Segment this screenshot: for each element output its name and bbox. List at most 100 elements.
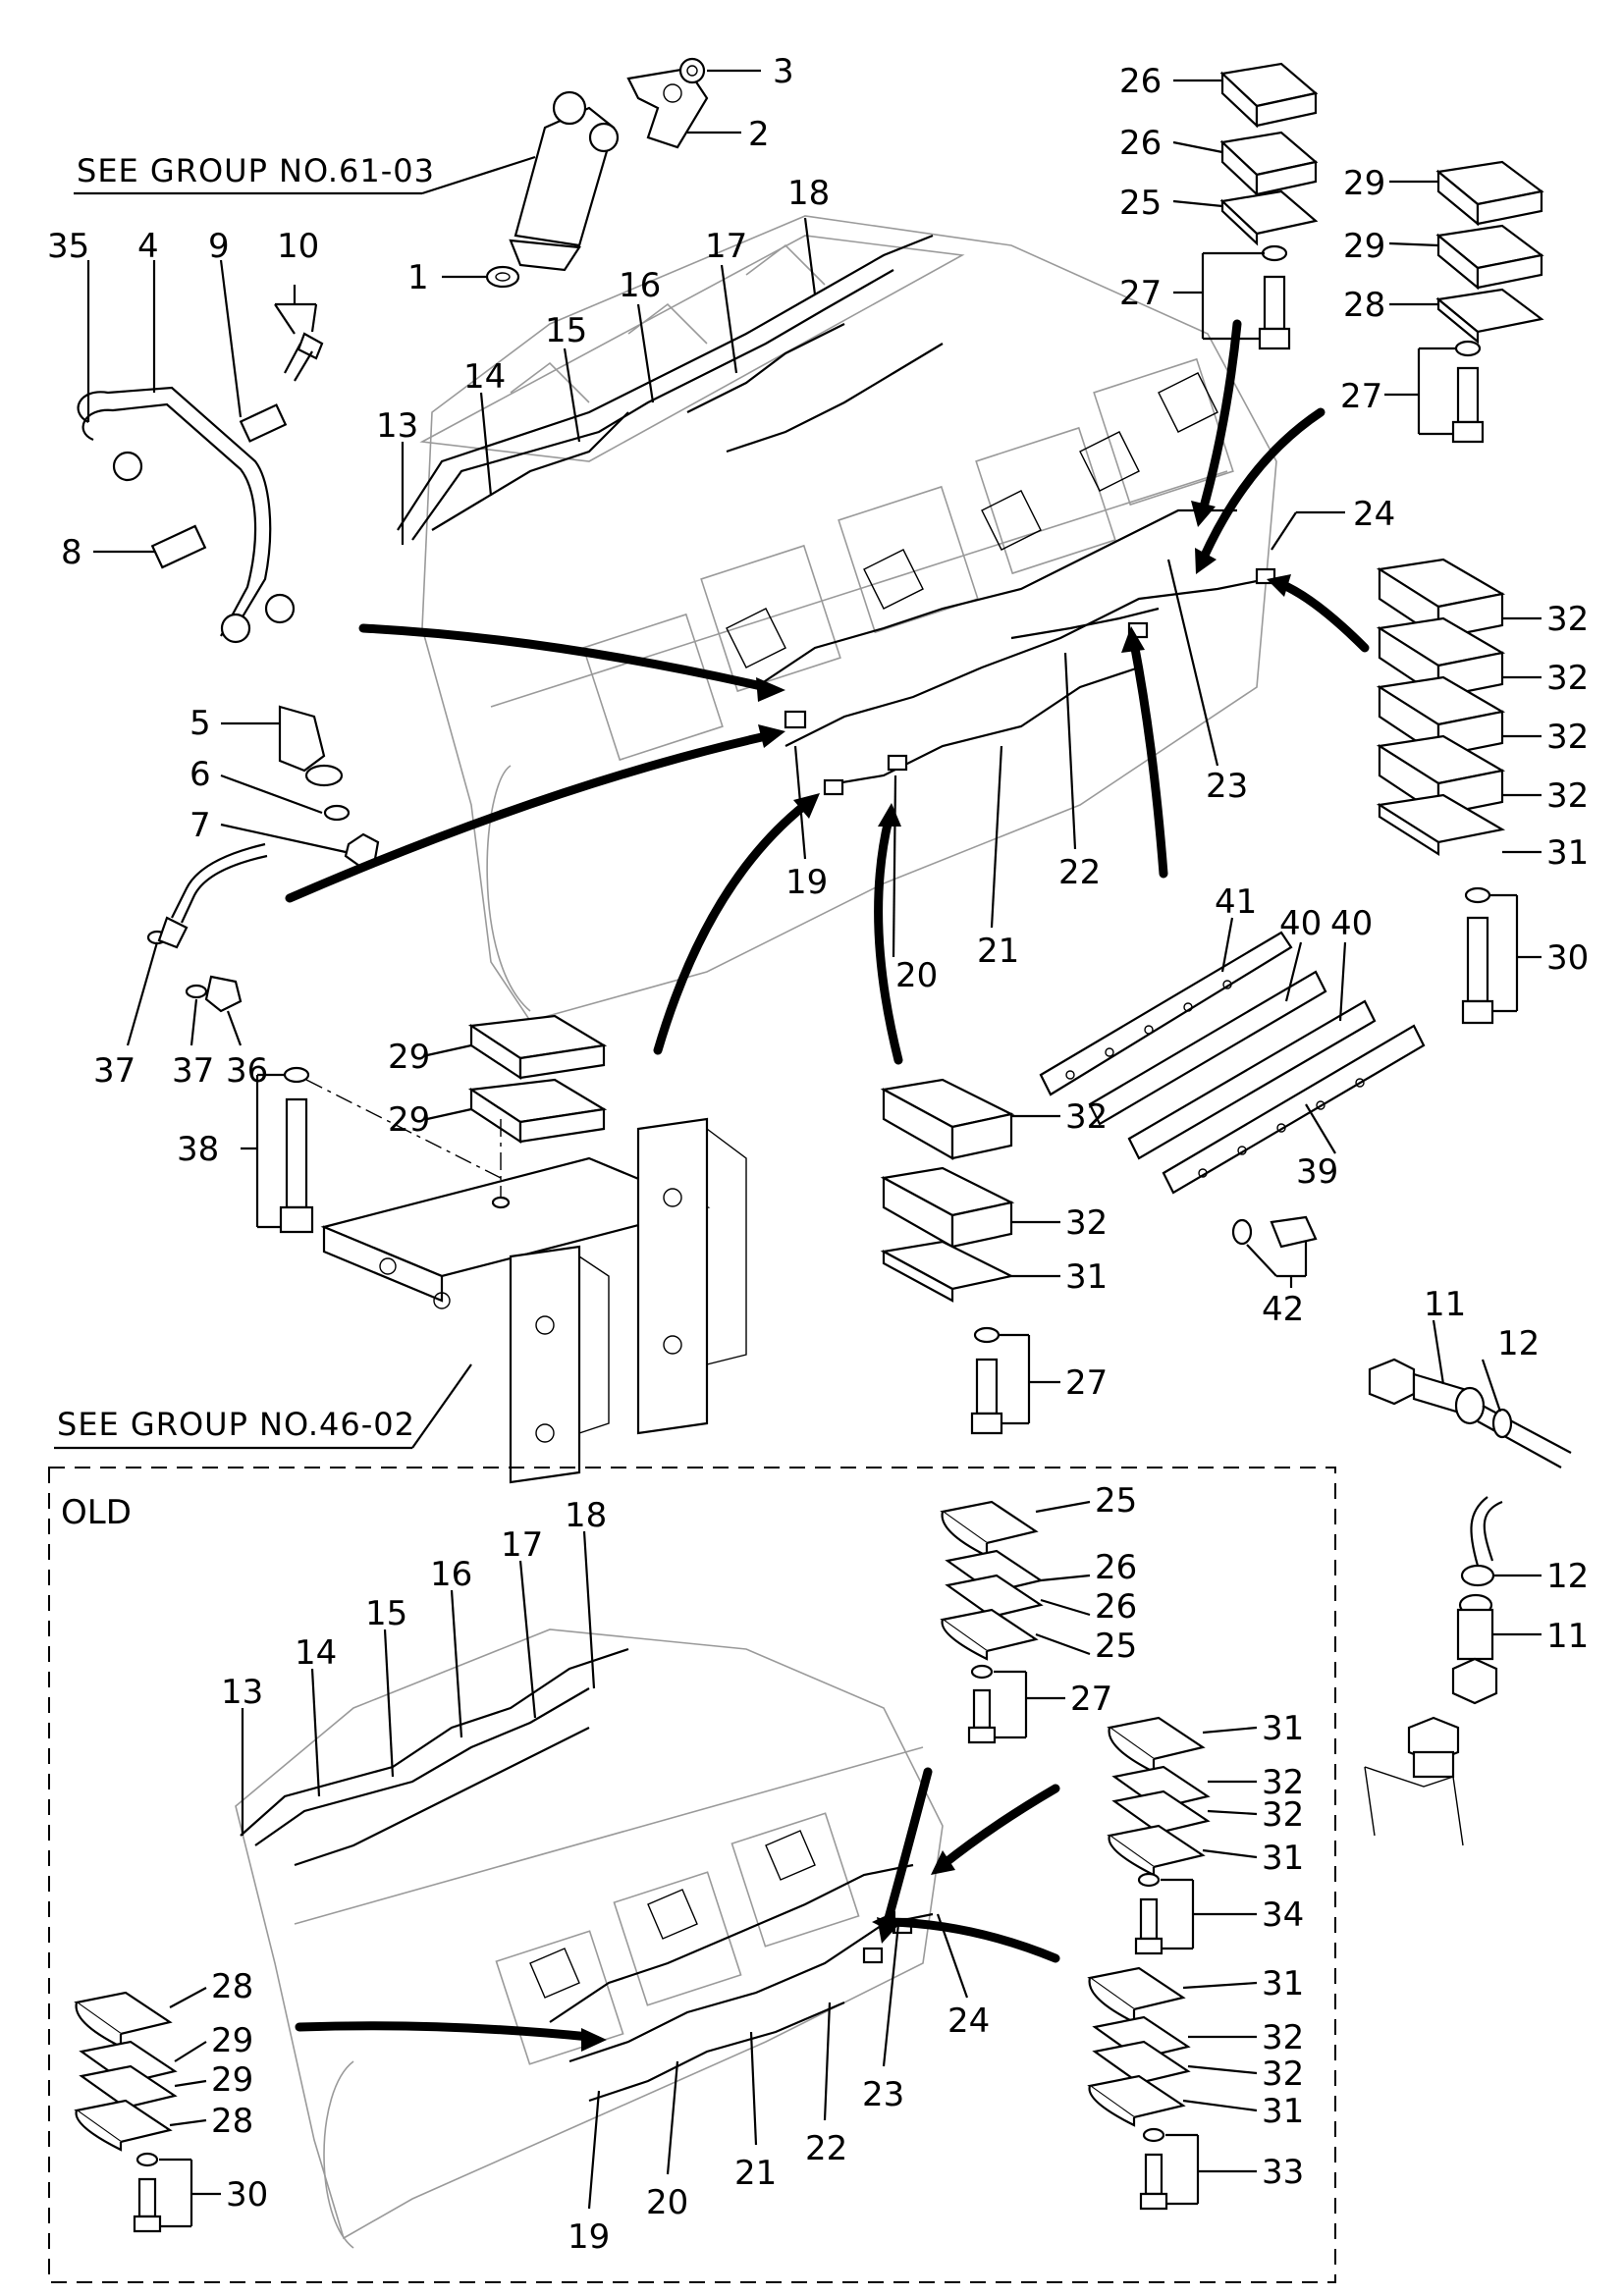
injector-assembly: [442, 57, 761, 289]
label-4: 4: [137, 227, 159, 266]
engine-leaders: [401, 217, 1345, 958]
label-40b: 40: [1330, 904, 1373, 943]
label-5: 5: [189, 704, 211, 743]
label-31a: 31: [1546, 833, 1589, 873]
label-2: 2: [748, 115, 770, 154]
label-14: 14: [463, 357, 506, 397]
label-12b: 12: [1546, 1557, 1589, 1596]
label-32f: 32: [1065, 1203, 1108, 1243]
label-18-old: 18: [565, 1496, 607, 1535]
label-29a: 29: [1343, 164, 1385, 203]
label-20-old: 20: [646, 2183, 688, 2222]
label-31-old-c: 31: [1262, 1964, 1304, 2003]
label-10: 10: [277, 227, 319, 266]
ref-group-46-02: SEE GROUP NO.46-02: [57, 1406, 415, 1443]
label-29b: 29: [1343, 227, 1385, 266]
old-clamp-28-30: [74, 1987, 221, 2233]
clamp-strips-39-42: [1039, 917, 1426, 1288]
label-16-old: 16: [430, 1555, 472, 1594]
label-32d: 32: [1546, 776, 1589, 816]
ref-group-61-03: SEE GROUP NO.61-03: [77, 152, 435, 189]
label-28-old-b: 28: [211, 2102, 253, 2141]
old-clamp-31-33: [1087, 1966, 1258, 2211]
label-31-old-b: 31: [1262, 1839, 1304, 1878]
label-25-old-a: 25: [1095, 1481, 1137, 1521]
engine-leaders-old: [241, 1530, 969, 2210]
label-33: 33: [1262, 2153, 1304, 2192]
bracket-assembly: [241, 1014, 747, 1484]
label-7: 7: [189, 806, 211, 845]
label-13-old: 13: [221, 1673, 263, 1712]
label-17: 17: [705, 227, 747, 266]
label-27c: 27: [1065, 1363, 1108, 1403]
label-32-old-d: 32: [1262, 2055, 1304, 2094]
label-12a: 12: [1497, 1324, 1540, 1363]
label-29-old-b: 29: [211, 2060, 253, 2100]
old-clamp-31-34: [1107, 1716, 1258, 1955]
fuel-pipe-assembly: [77, 259, 380, 868]
label-32e: 32: [1065, 1097, 1108, 1137]
label-31b: 31: [1065, 1257, 1108, 1297]
label-31-old-d: 31: [1262, 2092, 1304, 2131]
label-41: 41: [1215, 882, 1257, 922]
label-37a: 37: [93, 1051, 135, 1091]
label-23-old: 23: [862, 2075, 904, 2114]
label-32a: 32: [1546, 600, 1589, 639]
clamp-set-25-27: [1172, 62, 1319, 350]
label-37b: 37: [172, 1051, 214, 1091]
label-22-old: 22: [805, 2129, 847, 2168]
label-29-old-a: 29: [211, 2021, 253, 2060]
label-30a: 30: [1546, 938, 1589, 978]
label-8: 8: [61, 533, 82, 572]
label-23: 23: [1206, 767, 1248, 806]
label-32-old-c: 32: [1262, 2018, 1304, 2057]
label-36: 36: [226, 1051, 268, 1091]
clamp-set-30-32: [1376, 558, 1542, 1025]
label-22: 22: [1058, 853, 1101, 892]
label-32-old-a: 32: [1262, 1763, 1304, 1802]
old-section-frame: [48, 1467, 1336, 2283]
label-32c: 32: [1546, 718, 1589, 757]
label-21: 21: [977, 932, 1019, 971]
label-28-old-a: 28: [211, 1967, 253, 2006]
drain-pipe-fittings: [126, 842, 268, 1046]
clamp-set-28-29: [1384, 160, 1544, 444]
label-16: 16: [619, 266, 661, 305]
label-11b: 11: [1546, 1617, 1589, 1656]
label-24-old: 24: [947, 2002, 990, 2041]
label-15-old: 15: [365, 1594, 407, 1633]
connector-11-12: [1364, 1319, 1572, 1846]
callout-arrows-new: [285, 319, 1370, 1065]
label-27-old: 27: [1070, 1680, 1112, 1719]
label-26-old-a: 26: [1095, 1548, 1137, 1587]
label-6: 6: [189, 755, 211, 794]
label-1: 1: [407, 258, 429, 297]
engine-block-new: [397, 215, 1277, 1022]
label-32b: 32: [1546, 659, 1589, 698]
label-26-old-b: 26: [1095, 1587, 1137, 1627]
label-26a: 26: [1119, 62, 1162, 101]
label-38: 38: [177, 1130, 219, 1169]
label-27b: 27: [1340, 377, 1382, 416]
label-19: 19: [785, 863, 828, 902]
callout-arrows-old: [295, 1767, 1060, 2052]
label-17-old: 17: [501, 1525, 543, 1565]
label-24: 24: [1353, 495, 1395, 534]
label-21-old: 21: [734, 2154, 777, 2193]
label-3: 3: [773, 52, 794, 91]
label-39: 39: [1296, 1152, 1338, 1192]
label-25a: 25: [1119, 184, 1162, 223]
label-11a: 11: [1424, 1285, 1466, 1324]
label-25-old-b: 25: [1095, 1627, 1137, 1666]
label-31-old-a: 31: [1262, 1709, 1304, 1748]
old-clamp-25-27: [940, 1500, 1091, 1744]
label-13: 13: [376, 406, 418, 446]
label-29c: 29: [388, 1038, 430, 1077]
engine-block-old: [235, 1629, 944, 2249]
label-30-old: 30: [226, 2175, 268, 2215]
label-34: 34: [1262, 1896, 1304, 1935]
label-32-old-b: 32: [1262, 1795, 1304, 1835]
label-18: 18: [787, 174, 830, 213]
label-15: 15: [545, 311, 587, 350]
